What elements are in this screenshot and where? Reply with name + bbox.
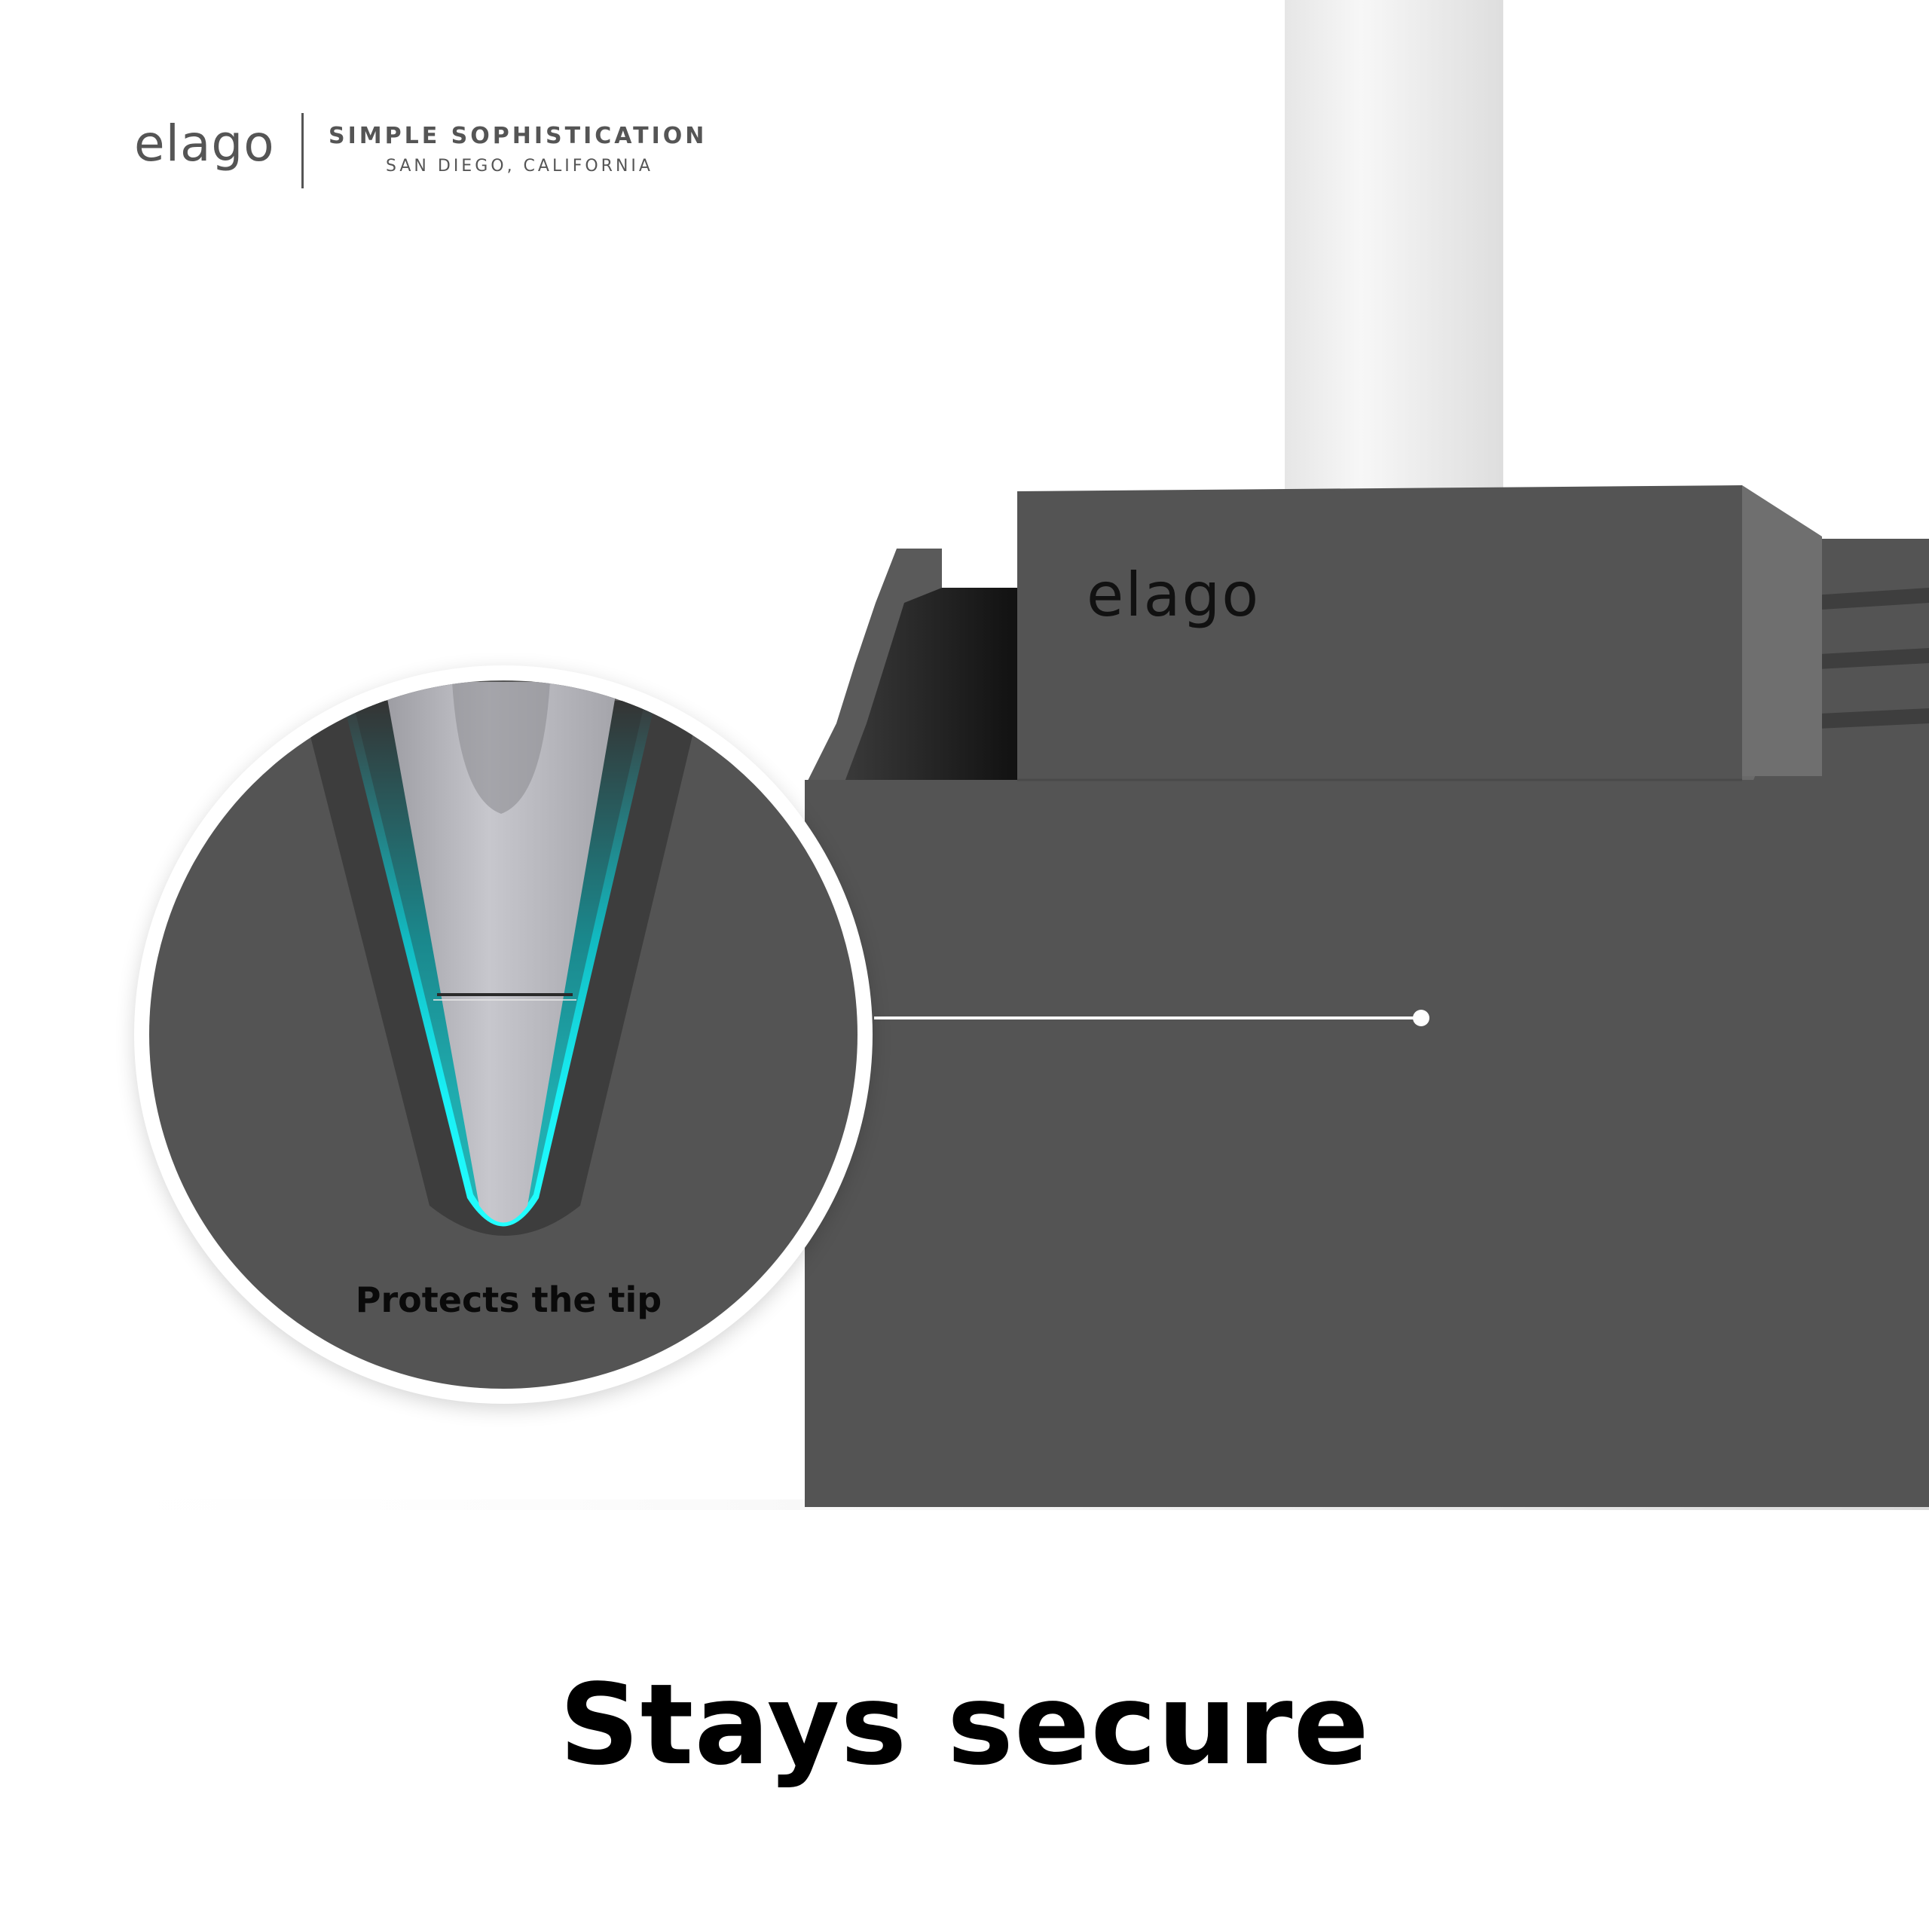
brand-divider: [301, 113, 304, 188]
pencil-shaft: [1285, 0, 1503, 497]
pencil-tip: [384, 682, 618, 1223]
callout-anchor-dot: [1413, 1010, 1429, 1026]
stand-top-block: [1017, 485, 1742, 784]
callout-caption: Protects the tip: [355, 1279, 662, 1320]
brand-tagline: SIMPLE SOPHISTICATION: [329, 123, 708, 149]
headline: Stays secure: [559, 1660, 1370, 1790]
product-logo: elago: [1087, 560, 1261, 630]
callout-zoom-view: [149, 680, 858, 1389]
stand-body: [805, 780, 1929, 1507]
brand-logo: elago: [134, 115, 275, 173]
brand-location: SAN DIEGO, CALIFORNIA: [386, 157, 653, 176]
